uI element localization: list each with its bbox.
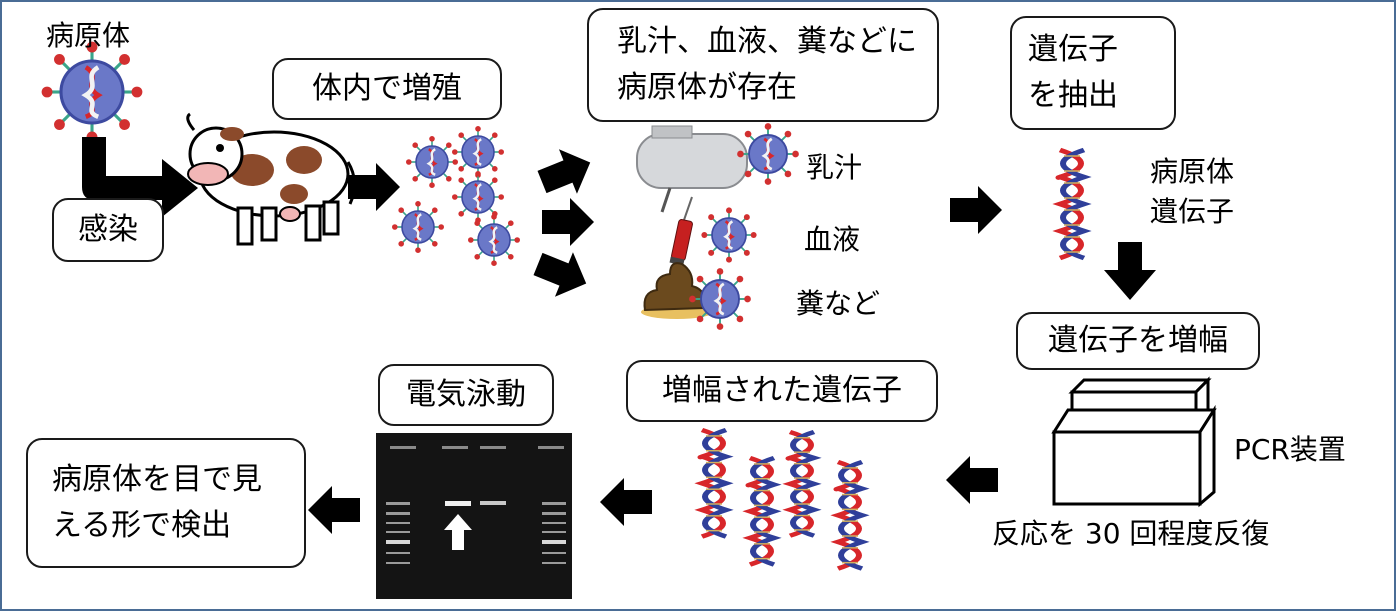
arrow-icon: [542, 198, 594, 246]
feces-label: 糞など: [796, 287, 881, 320]
amplify-box: 遺伝子を増幅: [1016, 312, 1260, 370]
infection-label: 感染: [78, 212, 138, 247]
virus-icon: [42, 42, 143, 143]
presence-box: 乳汁、血液、糞などに 病原体が存在: [587, 8, 939, 122]
virus-icon: [390, 124, 522, 268]
arrow-icon: [308, 486, 360, 534]
arrow-icon: [946, 456, 998, 504]
blood-label: 血液: [804, 223, 861, 256]
amplify-label: 遺伝子を増幅: [1048, 323, 1228, 358]
presence-label-line2: 病原体が存在: [617, 70, 797, 105]
amplified-label: 増幅された遺伝子: [662, 373, 902, 408]
arrow-icon: [348, 163, 400, 211]
arrow-icon: [600, 478, 652, 526]
arrow-icon: [533, 140, 600, 205]
arrow-icon: [1104, 242, 1156, 300]
virus-icon: [735, 121, 801, 187]
detect-box: 病原体を目で見 える形で検出: [26, 438, 306, 568]
proliferate-label: 体内で増殖: [312, 71, 462, 106]
repeat-label: 反応を 30 回程度反復: [992, 517, 1270, 550]
pcr-machine-icon: [1051, 376, 1217, 508]
virus-icon: [687, 266, 753, 332]
virus-icon: [700, 206, 758, 264]
milk-label: 乳汁: [806, 151, 863, 184]
extract-label-line1: 遺伝子: [1028, 32, 1118, 67]
extract-box: 遺伝子 を抽出: [1010, 16, 1176, 130]
dna-helix-icon: [1059, 150, 1085, 258]
pathogen-label: 病原体: [46, 19, 131, 52]
gel-image-icon: [376, 433, 572, 599]
infection-box: 感染: [52, 198, 164, 262]
syringe-icon: [669, 196, 693, 266]
detect-label-line1: 病原体を目で見: [52, 462, 262, 497]
pcr-label: PCR装置: [1234, 433, 1346, 466]
arrow-icon: [82, 137, 198, 217]
arrow-icon: [950, 186, 1002, 234]
proliferate-box: 体内で増殖: [272, 58, 502, 120]
milk-tank-icon: [636, 125, 748, 213]
electrophoresis-label: 電気泳動: [406, 377, 526, 412]
dna-helix-icon: [701, 430, 863, 569]
extract-label-line2: を抽出: [1028, 78, 1118, 113]
amplified-box: 増幅された遺伝子: [626, 360, 938, 422]
pathogen-gene-label-line2: 遺伝子: [1150, 195, 1235, 228]
cow-icon: [186, 112, 356, 246]
electrophoresis-box: 電気泳動: [378, 364, 554, 426]
arrow-icon: [529, 241, 596, 306]
detect-label-line2: える形で検出: [52, 508, 232, 543]
presence-label-line1: 乳汁、血液、糞などに: [617, 24, 917, 59]
pathogen-gene-label-line1: 病原体: [1150, 155, 1235, 188]
